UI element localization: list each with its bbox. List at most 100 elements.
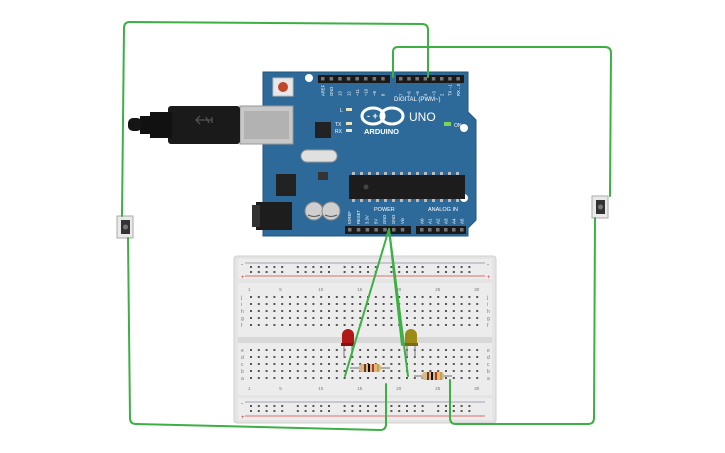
- terminal-hole[interactable]: [257, 303, 260, 305]
- rail-hole[interactable]: [281, 271, 284, 273]
- rail-hole[interactable]: [343, 405, 346, 407]
- rail-hole[interactable]: [374, 405, 377, 407]
- rail-hole[interactable]: [281, 266, 284, 268]
- terminal-hole[interactable]: [304, 296, 307, 298]
- rail-hole[interactable]: [351, 410, 354, 412]
- terminal-hole[interactable]: [257, 377, 260, 379]
- power-rail-holes[interactable]: [250, 405, 471, 412]
- terminal-hole[interactable]: [328, 324, 330, 326]
- terminal-hole[interactable]: [367, 349, 369, 351]
- terminal-hole[interactable]: [289, 317, 291, 319]
- terminal-hole[interactable]: [382, 310, 385, 312]
- terminal-hole[interactable]: [390, 296, 393, 298]
- terminal-hole[interactable]: [413, 324, 416, 326]
- terminal-hole[interactable]: [476, 324, 479, 326]
- terminal-hole[interactable]: [257, 356, 260, 358]
- terminal-hole[interactable]: [452, 349, 455, 351]
- rail-hole[interactable]: [445, 405, 447, 407]
- rail-hole[interactable]: [406, 271, 408, 273]
- terminal-hole[interactable]: [343, 310, 346, 312]
- terminal-hole[interactable]: [374, 356, 377, 358]
- header-pin[interactable]: [407, 77, 411, 81]
- rail-hole[interactable]: [328, 410, 330, 412]
- terminal-hole[interactable]: [398, 356, 401, 358]
- terminal-hole[interactable]: [452, 324, 455, 326]
- terminal-hole[interactable]: [367, 356, 369, 358]
- terminal-hole[interactable]: [289, 363, 291, 365]
- usb-cable-icon[interactable]: [128, 106, 240, 144]
- terminal-hole[interactable]: [265, 370, 268, 372]
- terminal-hole[interactable]: [390, 370, 393, 372]
- terminal-hole[interactable]: [460, 303, 463, 305]
- terminal-hole[interactable]: [257, 296, 260, 298]
- terminal-hole[interactable]: [390, 303, 393, 305]
- terminal-hole[interactable]: [343, 370, 346, 372]
- terminal-hole[interactable]: [413, 377, 416, 379]
- rail-hole[interactable]: [250, 405, 252, 407]
- rail-hole[interactable]: [445, 410, 447, 412]
- terminal-hole[interactable]: [320, 324, 323, 326]
- rail-hole[interactable]: [413, 271, 416, 273]
- terminal-hole[interactable]: [312, 296, 315, 298]
- rail-hole[interactable]: [265, 410, 268, 412]
- rail-hole[interactable]: [328, 271, 330, 273]
- terminal-hole[interactable]: [476, 370, 479, 372]
- terminal-hole[interactable]: [406, 317, 408, 319]
- terminal-hole[interactable]: [421, 324, 424, 326]
- header-pin[interactable]: [431, 77, 436, 81]
- analog-header[interactable]: [416, 226, 466, 234]
- terminal-hole[interactable]: [476, 303, 479, 305]
- terminal-hole[interactable]: [335, 370, 338, 372]
- terminal-hole[interactable]: [304, 377, 307, 379]
- terminal-hole[interactable]: [359, 310, 362, 312]
- header-pin[interactable]: [338, 77, 342, 81]
- rail-hole[interactable]: [398, 405, 401, 407]
- rail-hole[interactable]: [257, 410, 260, 412]
- terminal-hole[interactable]: [437, 324, 440, 326]
- rail-hole[interactable]: [304, 271, 307, 273]
- header-pin[interactable]: [346, 77, 351, 81]
- terminal-hole[interactable]: [265, 324, 268, 326]
- rail-hole[interactable]: [421, 410, 424, 412]
- terminal-hole[interactable]: [250, 317, 252, 319]
- terminal-hole[interactable]: [382, 370, 385, 372]
- terminal-hole[interactable]: [328, 296, 330, 298]
- terminal-hole[interactable]: [429, 303, 432, 305]
- terminal-hole[interactable]: [406, 324, 408, 326]
- terminal-hole[interactable]: [351, 324, 354, 326]
- rail-hole[interactable]: [421, 266, 424, 268]
- rail-hole[interactable]: [320, 410, 323, 412]
- terminal-hole[interactable]: [312, 363, 315, 365]
- terminal-hole[interactable]: [390, 317, 393, 319]
- terminal-hole[interactable]: [351, 377, 354, 379]
- rail-hole[interactable]: [406, 405, 408, 407]
- terminal-hole[interactable]: [382, 296, 385, 298]
- rail-hole[interactable]: [406, 410, 408, 412]
- terminal-hole[interactable]: [437, 310, 440, 312]
- terminal-hole[interactable]: [289, 349, 291, 351]
- terminal-hole[interactable]: [382, 349, 385, 351]
- terminal-hole[interactable]: [273, 370, 276, 372]
- terminal-hole[interactable]: [343, 296, 346, 298]
- rail-hole[interactable]: [312, 405, 315, 407]
- rail-hole[interactable]: [304, 405, 307, 407]
- rail-hole[interactable]: [281, 405, 284, 407]
- rail-hole[interactable]: [460, 410, 463, 412]
- terminal-hole[interactable]: [468, 303, 471, 305]
- terminal-hole[interactable]: [343, 363, 346, 365]
- terminal-hole[interactable]: [250, 356, 252, 358]
- terminal-hole[interactable]: [460, 349, 463, 351]
- rail-hole[interactable]: [398, 266, 401, 268]
- rail-hole[interactable]: [312, 410, 315, 412]
- terminal-hole[interactable]: [257, 310, 260, 312]
- rail-hole[interactable]: [374, 410, 377, 412]
- header-pin[interactable]: [428, 228, 432, 232]
- terminal-hole[interactable]: [374, 296, 377, 298]
- rail-hole[interactable]: [421, 405, 424, 407]
- terminal-hole[interactable]: [445, 324, 447, 326]
- terminal-hole[interactable]: [296, 363, 299, 365]
- rail-hole[interactable]: [328, 405, 330, 407]
- terminal-hole[interactable]: [359, 303, 362, 305]
- terminal-hole[interactable]: [312, 324, 315, 326]
- terminal-hole[interactable]: [289, 296, 291, 298]
